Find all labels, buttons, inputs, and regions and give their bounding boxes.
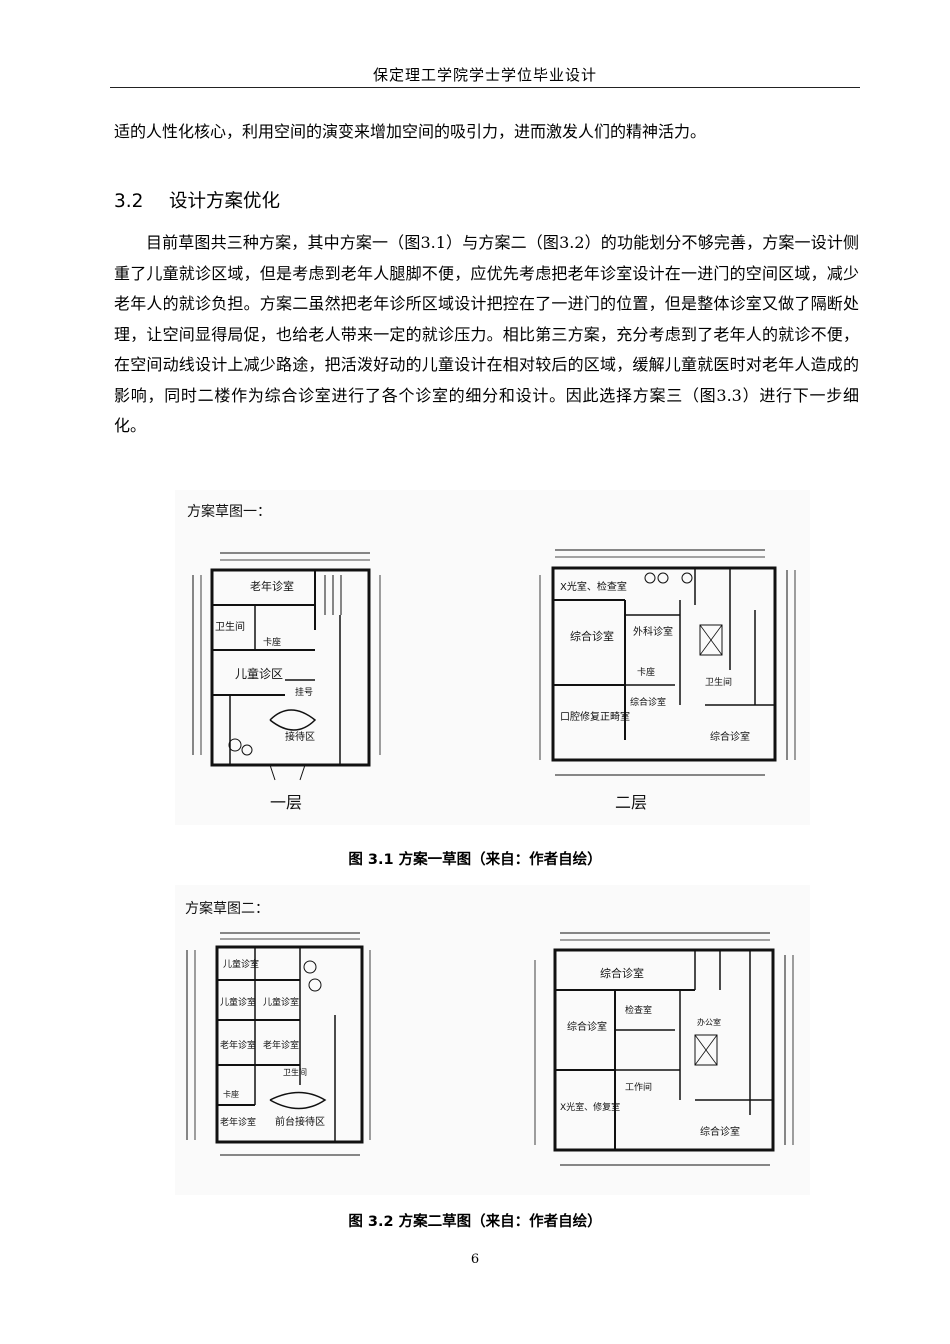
plan2-room-label: 办公室 [697, 1017, 721, 1027]
plan1-room-label: 前台接待区 [275, 1115, 325, 1128]
floor-label-2: 二层 [615, 793, 647, 812]
sketch-title: 方案草图一： [187, 503, 271, 520]
plan1-room-label: 卡座 [263, 636, 281, 648]
plan2-room-label: 卡座 [637, 666, 655, 678]
plan2-room-label: 综合诊室 [630, 696, 666, 708]
floor-label-1: 一层 [270, 793, 302, 812]
plan2-room-label: 检查室 [625, 1004, 652, 1016]
figure-3-1-sketch: 方案草图一： 老年诊室 卫生间 儿童诊区 接待区 卡座 [175, 490, 810, 825]
plan1-room-label: 卫生间 [283, 1067, 307, 1077]
plan2-room-label: 口腔修复正畸室 [560, 710, 630, 723]
plan1-room-label: 儿童诊区 [235, 666, 283, 681]
plan1-room-label: 接待区 [285, 730, 315, 743]
plan1-room-label: 老年诊室 [250, 579, 294, 593]
floor-plan-2 [534, 932, 794, 1166]
plan2-room-label: 综合诊室 [600, 966, 644, 980]
plan1-room-label: 儿童诊室 [223, 958, 259, 970]
plan1-room-label: 儿童诊室 [220, 996, 256, 1008]
plan2-room-label: 工作间 [625, 1081, 652, 1093]
plan2-room-label: 卫生间 [705, 676, 732, 688]
plan2-room-label: 综合诊室 [570, 629, 614, 643]
figure-3-2-caption: 图 3.2 方案二草图（来自：作者自绘） [348, 1214, 602, 1230]
body-paragraph: 目前草图共三种方案，其中方案一（图3.1）与方案二（图3.2）的功能划分不够完善… [114, 233, 859, 435]
plan2-room-label: 综合诊室 [567, 1020, 607, 1033]
page-number: 6 [470, 1252, 480, 1267]
section-number: 3.2 [114, 191, 144, 212]
continuation-paragraph: 适的人性化核心，利用空间的演变来增加空间的吸引力，进而激发人们的精神活力。 [114, 122, 707, 141]
floor-plan-2 [539, 549, 796, 776]
header-rule [110, 87, 860, 88]
sketch-title: 方案草图二： [185, 900, 269, 917]
figure-3-1-caption: 图 3.1 方案一草图（来自：作者自绘） [348, 852, 602, 868]
plan1-room-label: 儿童诊室 [263, 996, 299, 1008]
plan2-room-label: X光室、修复室 [560, 1101, 620, 1113]
figure-3-2-sketch: 方案草图二： 儿童诊室 儿童诊室 儿童诊室 老年诊室 老年诊室 老年诊室 [175, 885, 810, 1195]
section-title: 设计方案优化 [169, 191, 281, 212]
plan1-room-label: 老年诊室 [220, 1116, 256, 1128]
plan2-room-label: 外科诊室 [633, 625, 673, 638]
floor-plan-1 [186, 932, 371, 1156]
plan1-room-label: 老年诊室 [220, 1039, 256, 1051]
section-heading: 3.2 设计方案优化 [114, 187, 280, 213]
plan1-room-label: 卡座 [223, 1089, 239, 1099]
plan2-room-label: 综合诊室 [700, 1125, 740, 1138]
plan2-room-label: 综合诊室 [710, 730, 750, 743]
plan2-room-label: X光室、检查室 [560, 580, 627, 593]
plan1-room-label: 卫生间 [215, 620, 245, 633]
plan1-room-label: 老年诊室 [263, 1039, 299, 1051]
floor-plan-1 [192, 552, 381, 781]
plan1-room-label: 挂号 [295, 686, 313, 698]
page-header: 保定理工学院学士学位毕业设计 [372, 66, 597, 84]
